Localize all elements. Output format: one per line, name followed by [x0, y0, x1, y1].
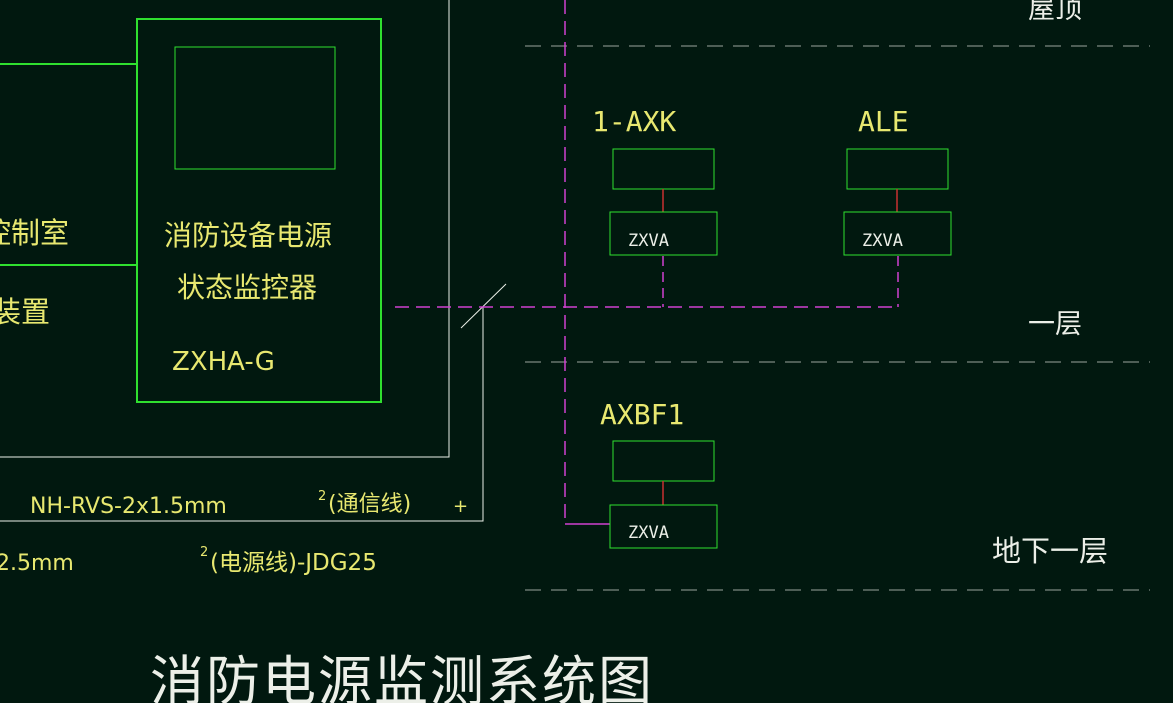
panel-ale-name: ALE — [858, 105, 909, 138]
floor-label-basement: 地下一层 — [992, 534, 1108, 568]
cable-slash-mark — [460, 283, 507, 329]
panel-axbf1-box[interactable] — [612, 440, 715, 482]
control-room-enclosure — [0, 0, 450, 458]
sensor-axbf1-box[interactable] — [609, 504, 718, 549]
monitor-model: ZXHA-G — [172, 347, 275, 377]
partial-room-label: 控制室 — [0, 216, 69, 250]
power-cable-label: (电源线)-JDG25 — [210, 550, 377, 576]
diagram-title: 消防电源监测系统图 — [150, 650, 654, 703]
panel-ale-box[interactable] — [846, 148, 949, 190]
comm-cable-sup: 2 — [318, 489, 326, 504]
monitor-name-line1: 消防设备电源 — [164, 219, 332, 252]
partial-device-label: 装置 — [0, 295, 50, 329]
monitor-name-line2: 状态监控器 — [177, 271, 317, 304]
sensor-ale-label: ZXVA — [862, 231, 903, 251]
power-cable-spec: 2.5mm — [0, 551, 74, 576]
sensor-ale-box[interactable] — [843, 211, 952, 256]
floor-label-first: 一层 — [1028, 309, 1082, 340]
panel-axk-box[interactable] — [612, 148, 715, 190]
floor-label-roof: 屋顶 — [1028, 0, 1082, 25]
sensor-axbf1-label: ZXVA — [628, 523, 669, 543]
monitor-screen — [174, 46, 336, 170]
panel-axk-name: 1-AXK — [592, 105, 676, 138]
comm-cable-spec: NH-RVS-2x1.5mm — [30, 494, 227, 519]
power-cable-sup: 2 — [200, 545, 208, 560]
sensor-axk-box[interactable] — [609, 211, 718, 256]
sensor-axk-label: ZXVA — [628, 231, 669, 251]
monitor-outer-box[interactable] — [136, 18, 382, 403]
comm-cable-mark: + — [453, 496, 468, 517]
comm-cable-label: (通信线) — [328, 492, 411, 517]
comm-cable-path — [0, 307, 484, 522]
panel-axbf1-name: AXBF1 — [600, 398, 684, 431]
